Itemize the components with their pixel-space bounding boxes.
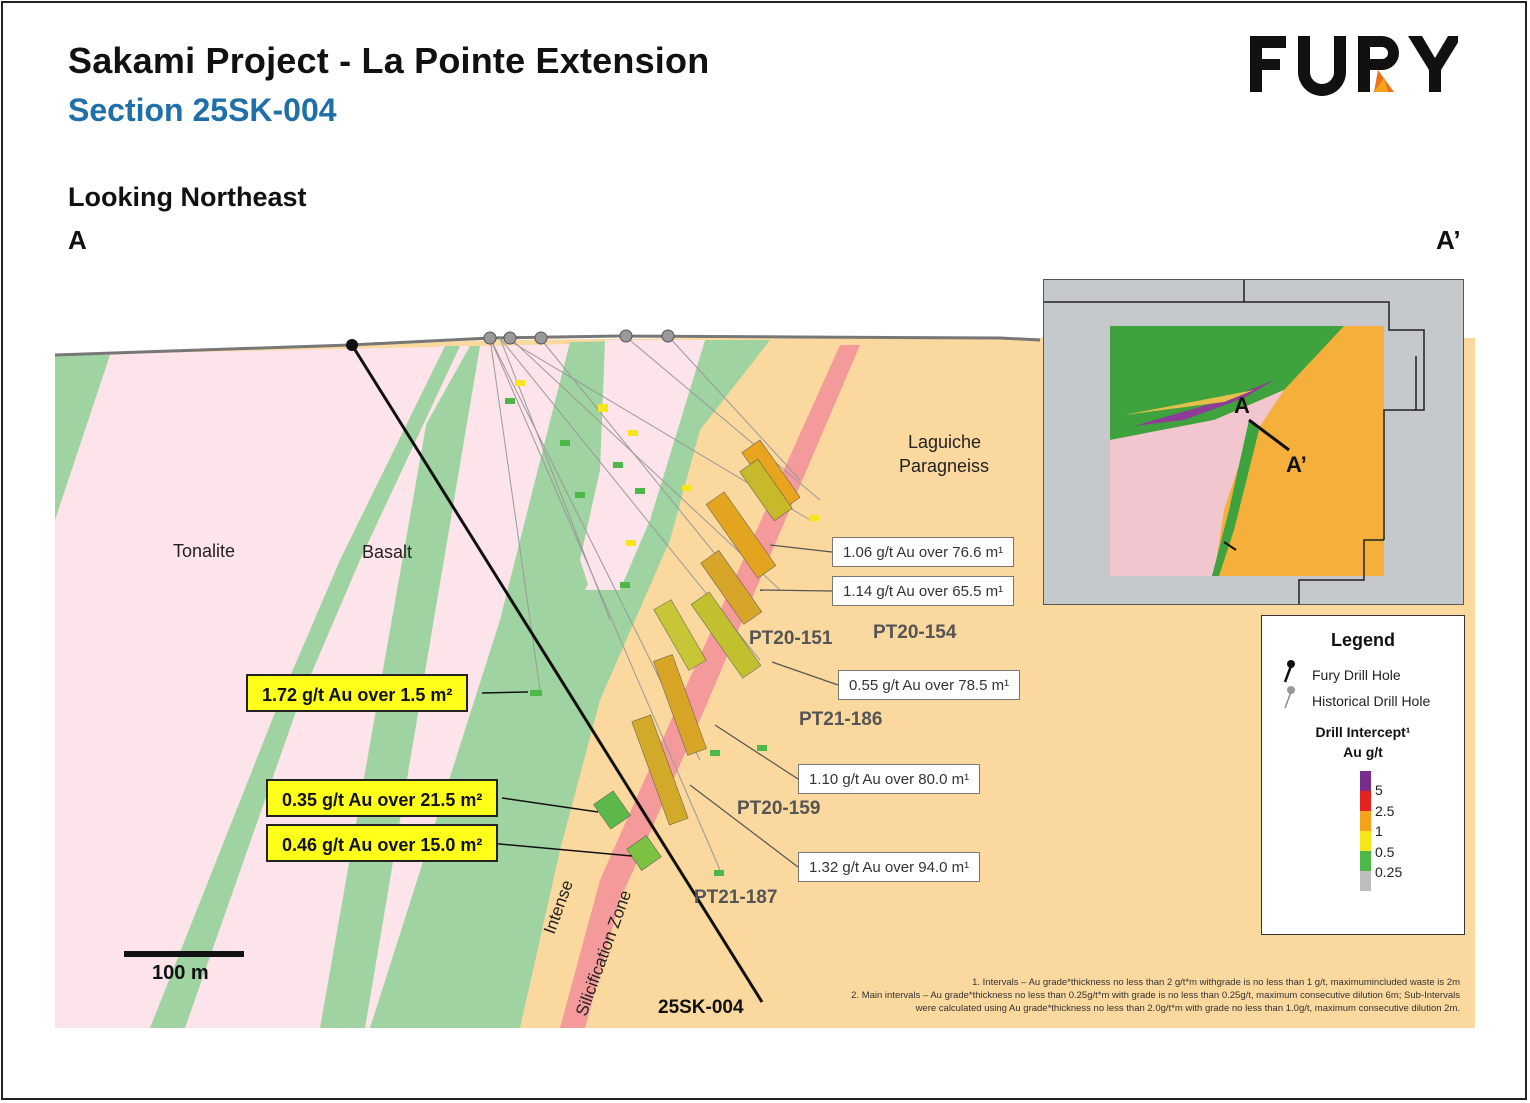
- inset-location-map: A A’: [1043, 279, 1464, 605]
- grade-color-scale: [1360, 771, 1371, 891]
- intercept-box: 1.06 g/t Au over 76.6 m¹: [832, 537, 1015, 567]
- section-subtitle: Section 25SK-004: [68, 92, 337, 128]
- paragneiss-label-2: Paragneiss: [899, 456, 990, 476]
- tonalite-label: Tonalite: [173, 541, 236, 561]
- drill-hole-label: PT20-159: [737, 798, 821, 819]
- fury-intercept-box: 1.72 g/t Au over 1.5 m²: [246, 674, 469, 712]
- scale-value: 5: [1375, 782, 1383, 798]
- scale-bar-label: 100 m: [152, 962, 209, 984]
- view-direction-label: Looking Northeast: [68, 182, 307, 212]
- basalt-band: [55, 355, 110, 520]
- page-title: Sakami Project - La Pointe Extension: [68, 40, 710, 81]
- paragneiss-label-1: Laguiche: [908, 432, 982, 452]
- scale-value: 1: [1375, 823, 1383, 839]
- legend-fury-hole: Fury Drill Hole: [1312, 667, 1401, 683]
- drill-hole-label: PT20-154: [873, 622, 957, 643]
- section-start-label: A: [68, 225, 87, 255]
- scale-value: 2.5: [1375, 803, 1395, 819]
- legend-panel: Legend Fury Drill Hole Historical Drill …: [1261, 615, 1465, 935]
- legend-intercept-title: Drill Intercept¹: [1315, 724, 1411, 740]
- footnotes: 1. Intervals – Au grade*thickness no les…: [780, 976, 1460, 1015]
- intercept-box: 1.32 g/t Au over 94.0 m¹: [798, 852, 981, 882]
- scale-value: 0.25: [1375, 864, 1403, 880]
- legend-historical-hole: Historical Drill Hole: [1312, 693, 1431, 709]
- drill-hole-label: PT21-187: [694, 887, 778, 908]
- intercept-box: 1.14 g/t Au over 65.5 m¹: [832, 576, 1015, 606]
- scale-value: 0.5: [1375, 844, 1395, 860]
- footnote-2a: 2. Main intervals – Au grade*thickness n…: [851, 990, 1460, 1001]
- fury-drill-trace: [350, 344, 764, 1003]
- fury-logo: [1250, 36, 1458, 96]
- intercept-box: 0.55 g/t Au over 78.5 m¹: [838, 670, 1021, 700]
- footnote-1: 1. Intervals – Au grade*thickness no les…: [972, 977, 1460, 988]
- legend-title: Legend: [1330, 630, 1395, 650]
- fury-intercept-box: 0.46 g/t Au over 15.0 m²: [266, 824, 499, 862]
- basalt-label: Basalt: [362, 542, 413, 562]
- inset-label-a: A: [1234, 393, 1250, 418]
- intercept-box: 1.10 g/t Au over 80.0 m¹: [798, 764, 981, 794]
- legend-intercept-unit: Au g/t: [1343, 744, 1383, 760]
- footnote-2b: were calculated using Au grade*thickness…: [915, 1003, 1460, 1014]
- inset-label-a-prime: A’: [1286, 452, 1307, 477]
- section-end-label: A’: [1436, 225, 1461, 255]
- fury-hole-label: 25SK-004: [658, 997, 744, 1018]
- drill-hole-label: PT20-151: [749, 628, 833, 649]
- historical-drill-hole-icon: [1284, 686, 1295, 709]
- fury-drill-hole-icon: [1283, 660, 1295, 683]
- scale-bar: [124, 951, 244, 957]
- fury-intercept-box: 0.35 g/t Au over 21.5 m²: [266, 779, 499, 817]
- drill-hole-label: PT21-186: [799, 709, 883, 730]
